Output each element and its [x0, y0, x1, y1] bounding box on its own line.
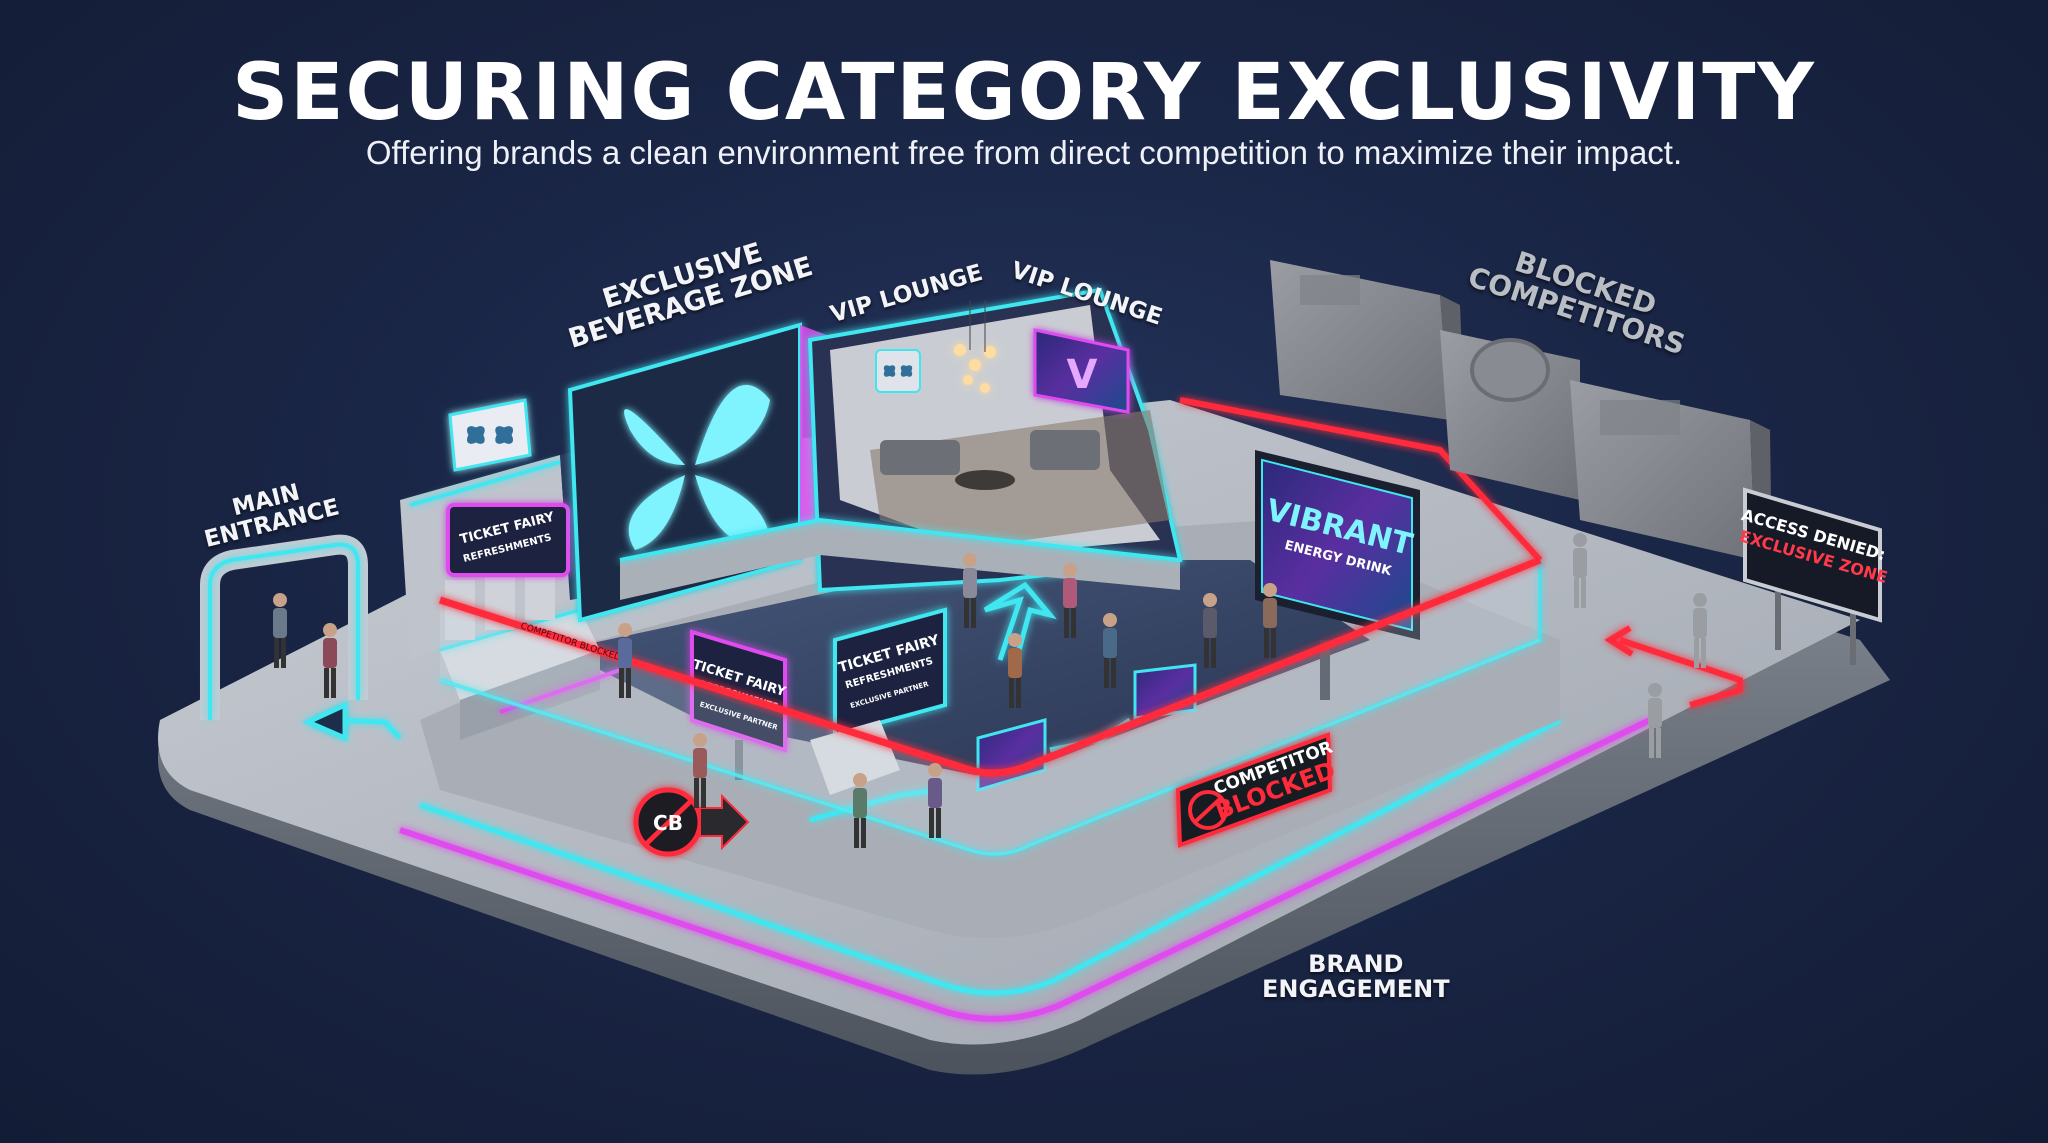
brand-engagement-label: BRAND ENGAGEMENT: [1262, 950, 1450, 1004]
vibrant-energy-drink-screen: [1255, 450, 1420, 700]
main-entrance-arch: [200, 534, 368, 720]
attendees: [273, 533, 1707, 848]
neon-trims: [399, 717, 1652, 1022]
svg-text:V: V: [1067, 352, 1098, 398]
kiosk-1: [690, 629, 787, 780]
glass-barrier: [438, 397, 1543, 856]
redirect-arrow: [1604, 625, 1743, 708]
blocked-competitor-booths: [1270, 260, 1772, 575]
page-subtitle: Offering brands a clean environment free…: [365, 134, 1683, 171]
vip-lounge: V: [619, 287, 1183, 600]
cb-logo-text: CB: [653, 811, 683, 835]
brand-logo-small: [448, 398, 532, 472]
access-denied-billboard: [1743, 487, 1882, 665]
page-title: SECURING CATEGORY EXCLUSIVITY: [232, 48, 1816, 138]
kiosk-2: [810, 607, 947, 795]
competitor-blocked-sign: [1175, 732, 1333, 848]
brand-engagement-label-text: BRAND ENGAGEMENT: [1262, 950, 1450, 1004]
cb-no-entry-symbol: [633, 787, 750, 857]
